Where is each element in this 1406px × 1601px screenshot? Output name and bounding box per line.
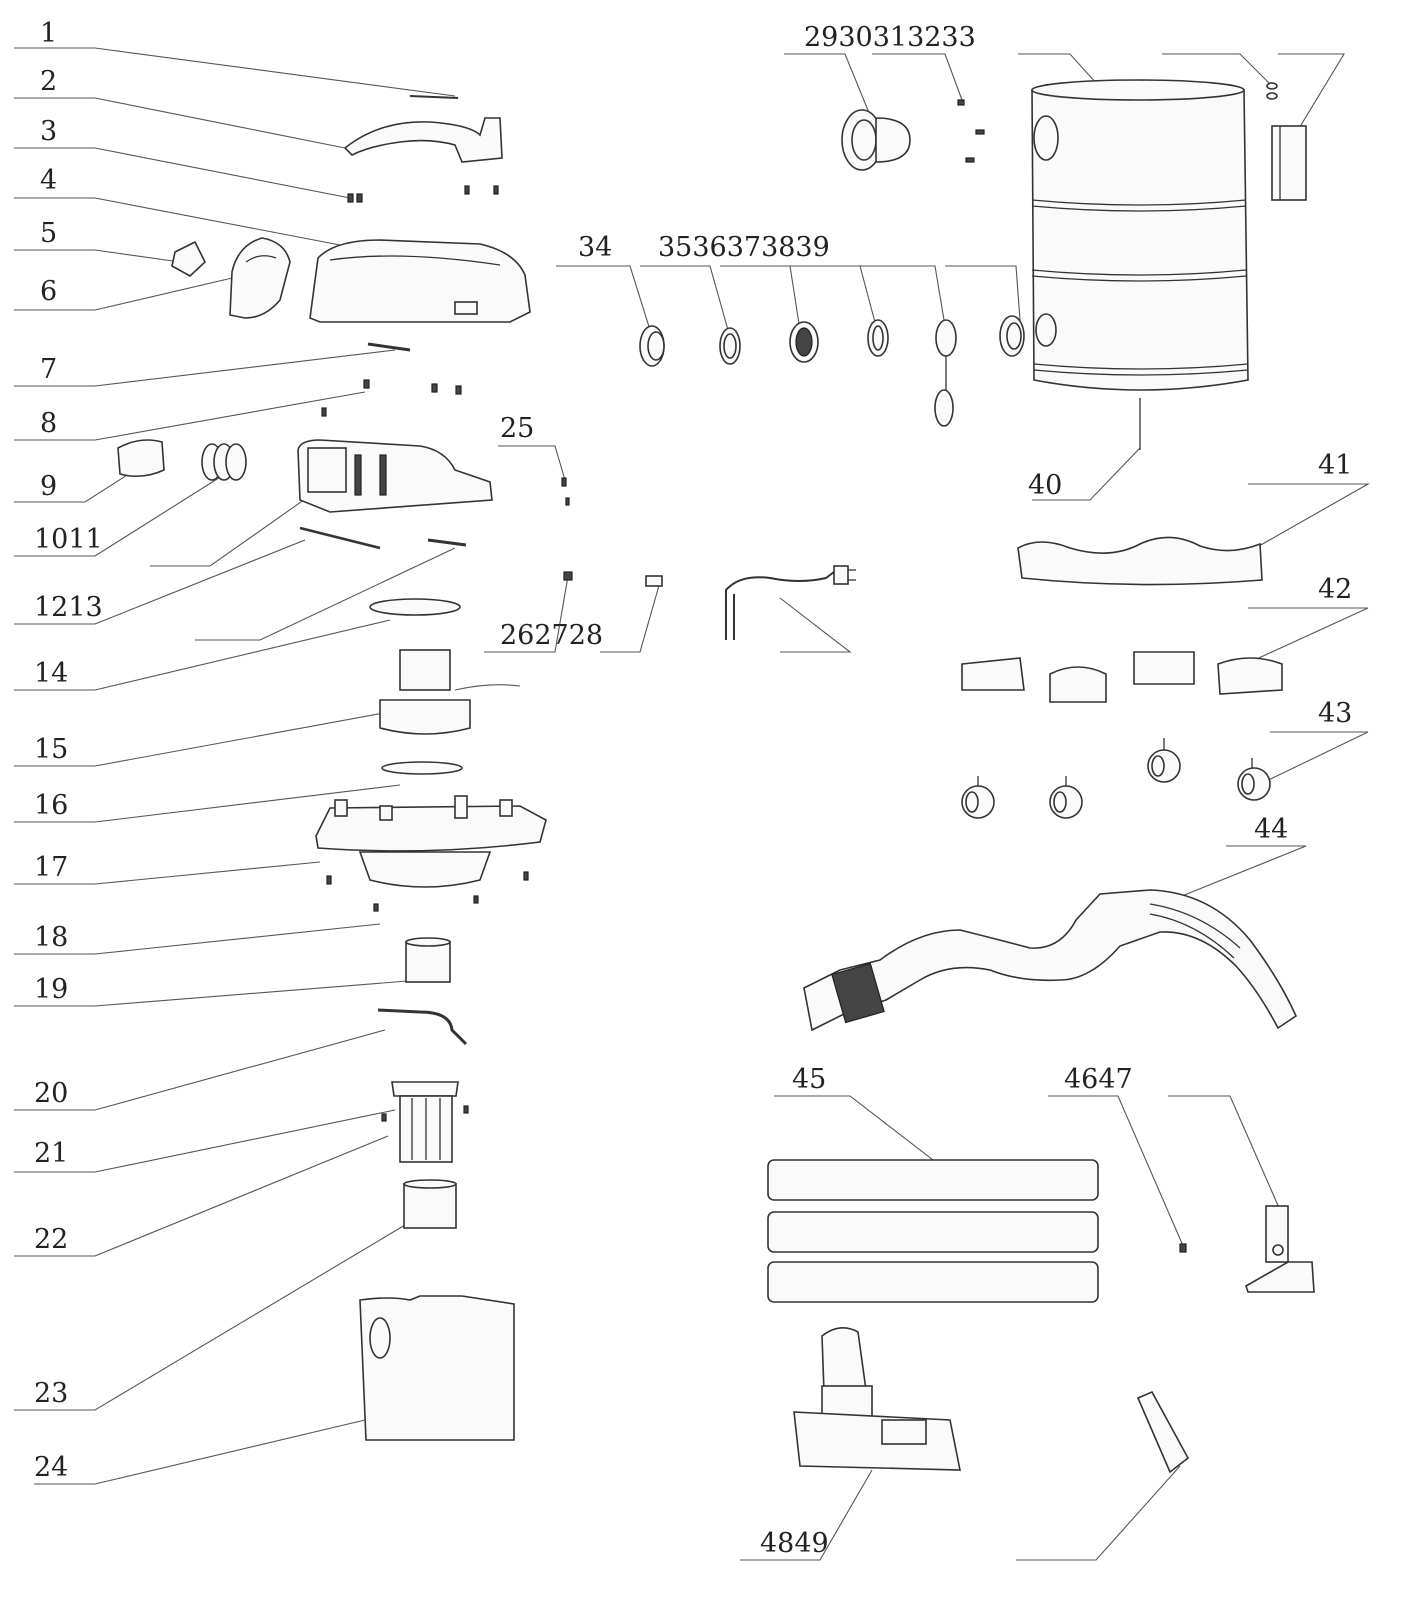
filter-sleeve-part (403, 1179, 457, 1229)
callout-8: 8 (40, 408, 57, 439)
callout-45: 45 (792, 1064, 826, 1095)
screw-33 (965, 157, 975, 163)
latch-part (1266, 82, 1307, 201)
callout-21: 21 (34, 1138, 68, 1169)
clip-13 (427, 538, 467, 547)
callout-42: 42 (1318, 574, 1352, 605)
callout-15: 15 (34, 734, 68, 765)
callout-1011: 1011 (34, 524, 103, 555)
tank-part (1031, 79, 1249, 450)
screws-8 (321, 379, 462, 417)
callout-23: 23 (34, 1378, 68, 1409)
callout-9: 9 (40, 471, 57, 502)
rod-12 (299, 526, 381, 550)
callout-5: 5 (40, 218, 57, 249)
screw-22 (381, 1113, 387, 1122)
handle-part (343, 117, 503, 163)
callout-20: 20 (34, 1078, 68, 1109)
callout-18: 18 (34, 922, 68, 953)
filter-sponge-part (405, 937, 451, 983)
callout-labels-right-top: 2930313233 40 41 42 43 44 (804, 22, 1352, 845)
crevice-tool-part (1136, 1390, 1190, 1474)
leaders-right-bottom (740, 1095, 1281, 1561)
motor-base-part (315, 795, 547, 888)
callout-4: 4 (40, 165, 57, 196)
leaders-right-top (784, 53, 1371, 901)
callout-1213: 1213 (34, 592, 103, 623)
gasket-part (369, 598, 461, 616)
filter-cage-part (391, 1081, 459, 1163)
floor-nozzle-part (793, 1327, 961, 1471)
screws-18 (326, 871, 529, 912)
castors-part (961, 738, 1271, 819)
motor-part (379, 649, 521, 735)
callout-4647: 4647 (1064, 1064, 1133, 1095)
callout-labels-left: 1 2 3 4 5 6 7 8 9 1011 1213 14 15 16 17 … (34, 18, 103, 1483)
callout-22: 22 (34, 1224, 68, 1255)
spring-part (201, 443, 247, 481)
motor-gasket-part (381, 761, 463, 775)
screw-22b (463, 1105, 469, 1114)
callout-labels-right-bottom: 45 4647 4849 (760, 1064, 1133, 1559)
callout-3: 3 (40, 116, 57, 147)
callout-2: 2 (40, 66, 57, 97)
connector-rings-part (639, 315, 1025, 427)
dust-bag-part (359, 1295, 515, 1441)
screws-3 (347, 185, 499, 203)
sleeve-28 (645, 575, 663, 587)
callout-3536373839: 3536373839 (658, 232, 830, 263)
callout-44: 44 (1254, 814, 1288, 845)
castor-caps-part (961, 651, 1283, 703)
screw-32 (975, 129, 985, 135)
callout-262728: 262728 (500, 620, 603, 651)
extension-tubes-part (767, 1159, 1099, 1303)
callout-34: 34 (578, 232, 612, 263)
callout-1: 1 (40, 18, 57, 49)
callout-14: 14 (34, 658, 68, 689)
motor-housing-part (297, 439, 493, 513)
callout-19: 19 (34, 974, 68, 1005)
cable-clip-part (117, 439, 165, 478)
callout-24: 24 (34, 1452, 68, 1483)
leaders-middle (484, 265, 1021, 653)
callout-40: 40 (1028, 470, 1062, 501)
accessory-holder-part (1245, 1205, 1315, 1293)
nut-26 (563, 571, 573, 581)
callout-16: 16 (34, 790, 68, 821)
callout-25: 25 (500, 413, 534, 444)
inlet-port-part (841, 109, 911, 171)
callout-6: 6 (40, 276, 57, 307)
callout-43: 43 (1318, 698, 1352, 729)
float-wire-part (377, 1008, 468, 1046)
castor-base-part (1017, 536, 1263, 586)
screw-25b (565, 497, 570, 506)
callout-7: 7 (40, 354, 57, 385)
switch-cover-part (229, 237, 291, 319)
screw-25 (561, 477, 567, 487)
hose-part (803, 889, 1298, 1032)
screw-31 (957, 99, 965, 106)
switch-part (171, 240, 206, 277)
callout-2930313233: 2930313233 (804, 22, 976, 53)
callout-4849: 4849 (760, 1528, 829, 1559)
callout-labels-middle: 25 262728 34 3536373839 (500, 232, 830, 651)
rod-7 (367, 342, 411, 352)
leaders-left (14, 47, 456, 1485)
top-cover-part (309, 239, 531, 323)
screw-46 (1179, 1243, 1187, 1253)
pin-part (409, 95, 459, 99)
power-cord-part (725, 565, 856, 640)
callout-41: 41 (1318, 450, 1352, 481)
callout-17: 17 (34, 852, 68, 883)
